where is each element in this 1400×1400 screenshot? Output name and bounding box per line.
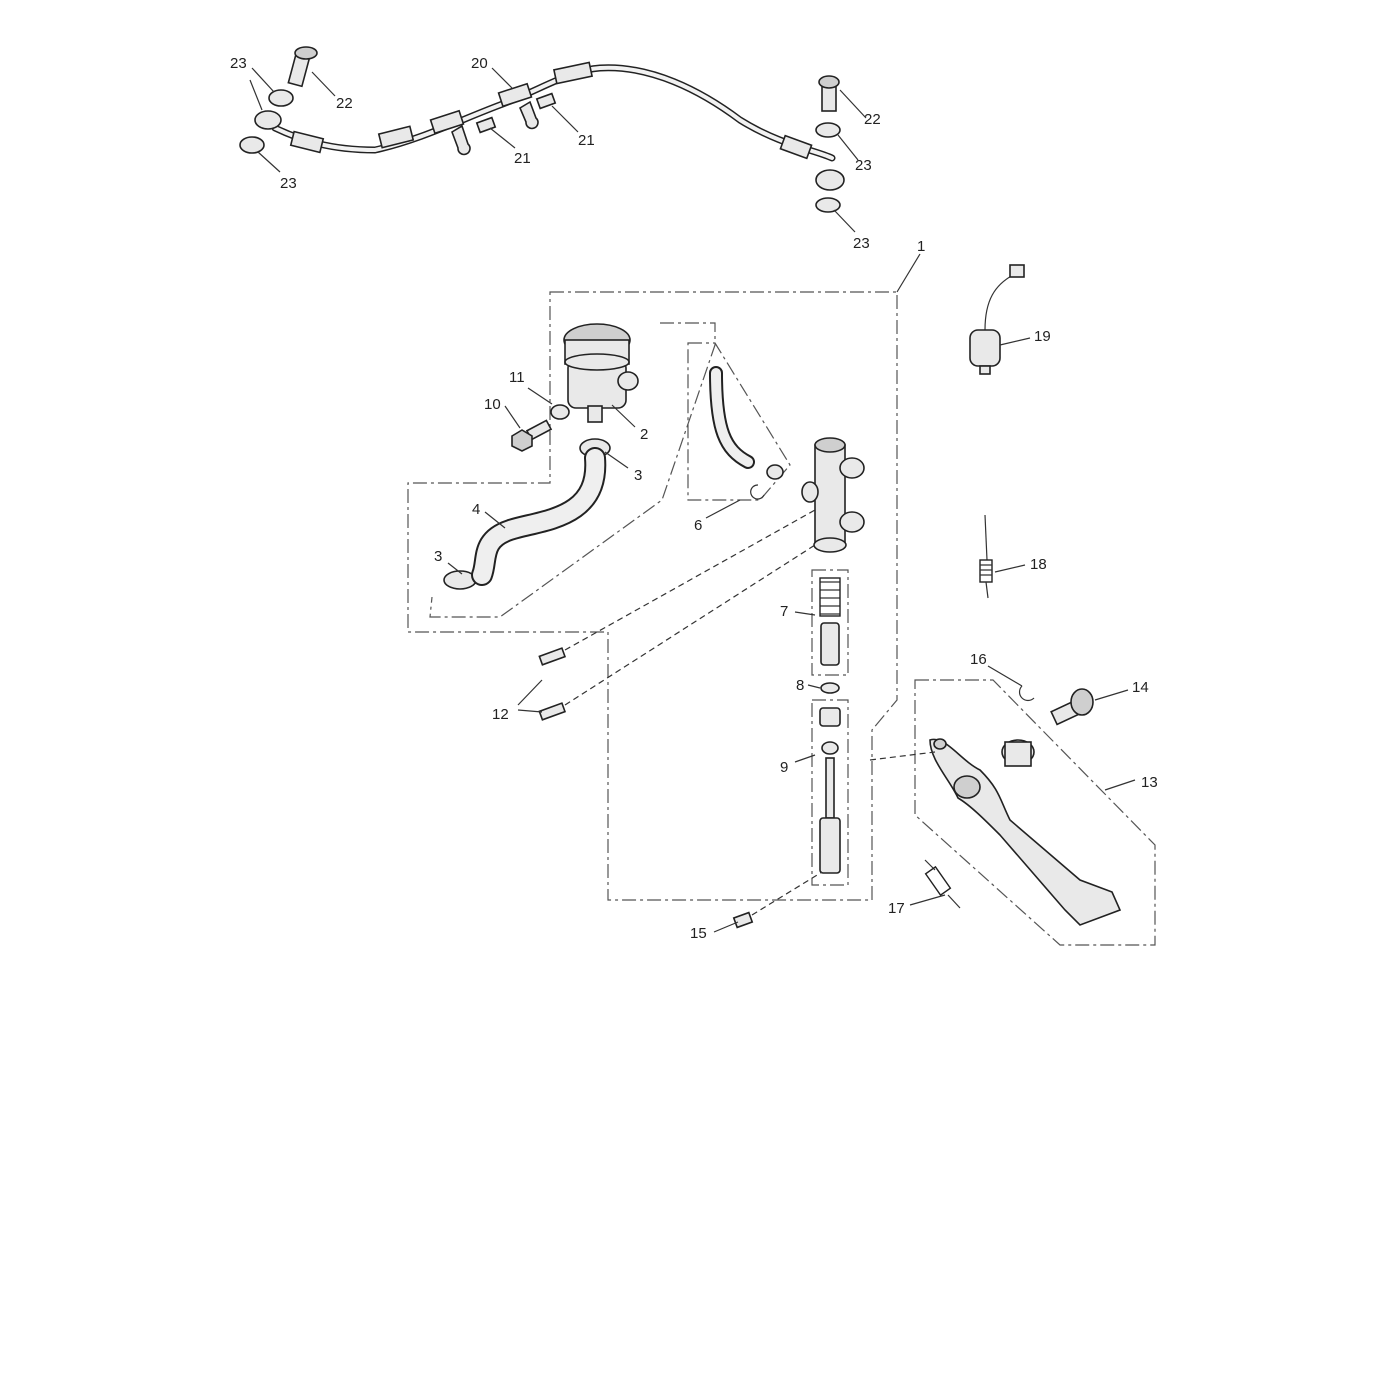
switch-spring xyxy=(979,514,993,599)
brake-light-switch xyxy=(969,264,1025,375)
kit-outline-13 xyxy=(914,679,1156,946)
pedal-return-spring xyxy=(924,859,961,909)
label-2: 2 xyxy=(640,426,648,443)
label-20: 20 xyxy=(471,55,488,72)
label-15: 15 xyxy=(690,925,707,942)
return-spring xyxy=(819,577,841,617)
pushrod xyxy=(825,757,835,819)
pushrod-boot xyxy=(819,707,841,727)
pivot-bolt xyxy=(1050,688,1094,726)
brake-hose-assembly xyxy=(239,46,845,213)
leader-lines xyxy=(249,67,1136,933)
label-17: 17 xyxy=(888,900,905,917)
e-clip xyxy=(1018,685,1035,702)
label-19: 19 xyxy=(1034,328,1051,345)
hose-sleeve xyxy=(497,82,533,108)
label-6: 6 xyxy=(694,517,702,534)
label-23: 23 xyxy=(230,55,247,72)
callout-labels: 23 23 23 23 22 22 20 21 21 1 19 2 3 3 4 … xyxy=(230,55,1158,942)
kit-outline-6 xyxy=(687,342,791,501)
reservoir xyxy=(563,323,639,423)
label-23: 23 xyxy=(853,235,870,252)
sealing-washer xyxy=(815,197,841,213)
hose-bracket xyxy=(518,100,539,130)
banjo-fitting-right xyxy=(815,169,845,191)
banjo-bolt-left xyxy=(287,46,318,88)
label-10: 10 xyxy=(484,396,501,413)
o-ring xyxy=(766,464,784,480)
kit-outline-7 xyxy=(811,569,849,676)
clevis xyxy=(819,817,841,874)
piston xyxy=(820,622,840,666)
banjo-bolt-right xyxy=(818,75,840,112)
label-16: 16 xyxy=(970,651,987,668)
label-11: 11 xyxy=(509,369,525,386)
kit-outline-1 xyxy=(407,291,898,901)
hose-sleeve xyxy=(377,125,415,149)
hose-sleeve xyxy=(429,109,465,135)
label-7: 7 xyxy=(780,603,788,620)
sealing-washer xyxy=(815,122,841,138)
hose-clip-bolt xyxy=(475,116,497,134)
label-23: 23 xyxy=(280,175,297,192)
pushrod-washer xyxy=(821,741,839,755)
label-21: 21 xyxy=(514,150,531,167)
label-14: 14 xyxy=(1132,679,1149,696)
label-3: 3 xyxy=(434,548,442,565)
banjo-fitting-left xyxy=(254,110,282,130)
hose-sleeve xyxy=(779,134,813,160)
label-23: 23 xyxy=(855,157,872,174)
sealing-washer xyxy=(268,89,294,107)
washer-11 xyxy=(550,404,570,420)
reservoir-mount-bolt xyxy=(511,419,553,452)
label-18: 18 xyxy=(1030,556,1047,573)
label-8: 8 xyxy=(796,677,804,694)
circlip xyxy=(750,484,765,500)
hose-bracket xyxy=(451,124,471,156)
brake-pedal xyxy=(929,738,1122,926)
master-cylinder-body xyxy=(801,437,865,553)
label-13: 13 xyxy=(1141,774,1158,791)
mount-bolt-12b xyxy=(538,702,567,721)
hose-clip-bolt xyxy=(535,92,557,110)
label-9: 9 xyxy=(780,759,788,776)
label-22: 22 xyxy=(336,95,353,112)
label-1: 1 xyxy=(917,238,925,255)
hose-sleeve xyxy=(289,130,325,154)
kit-outline-reservoir-hose xyxy=(429,322,716,618)
mount-bolt-12a xyxy=(538,647,567,666)
label-21: 21 xyxy=(578,132,595,149)
label-22: 22 xyxy=(864,111,881,128)
hose-sleeve xyxy=(552,61,594,85)
seal-8 xyxy=(820,682,840,694)
sealing-washer xyxy=(239,136,265,154)
label-3: 3 xyxy=(634,467,642,484)
label-4: 4 xyxy=(472,501,480,518)
label-12: 12 xyxy=(492,706,509,723)
kit-outline-9 xyxy=(811,699,849,886)
